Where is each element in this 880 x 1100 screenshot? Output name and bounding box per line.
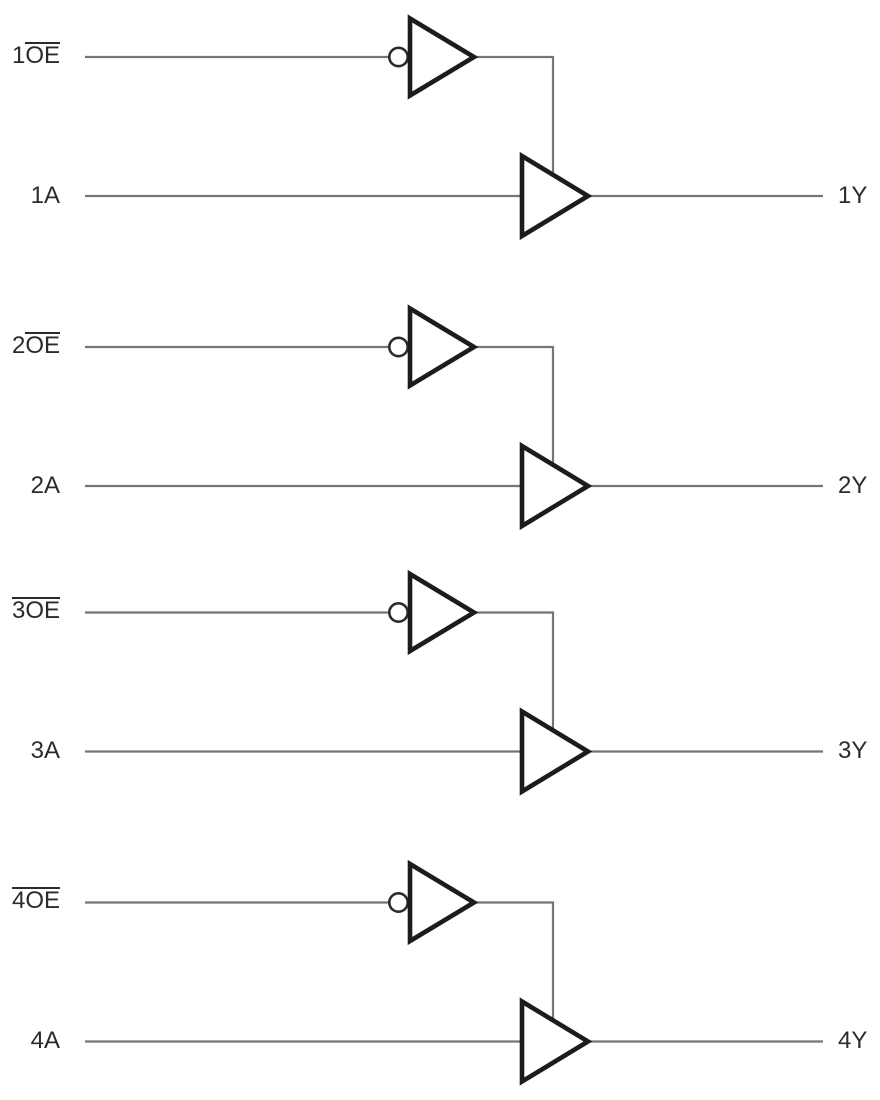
ch4-a-label: 4A	[30, 1027, 60, 1054]
ch4-oe-label: 4OE	[0, 887, 60, 914]
ch4-inverter-bubble-icon	[387, 891, 409, 913]
ch4-inverter-symbol	[407, 859, 479, 946]
ch4-buffer-symbol	[519, 997, 593, 1086]
ch3-inverter-symbol	[407, 569, 479, 656]
ch2-inverter-symbol	[407, 304, 479, 390]
ch1-oe-barred: OE	[25, 42, 60, 69]
ch3-a-label: 3A	[30, 737, 60, 764]
ch4-oe-barred: 4OE	[11, 887, 60, 914]
channel-1	[85, 14, 823, 241]
channel-4	[85, 859, 823, 1086]
ch2-oe-barred: OE	[25, 332, 60, 359]
channel-3	[85, 569, 823, 796]
ch1-buffer-symbol	[519, 151, 593, 241]
ch1-y-label: 1Y	[838, 182, 868, 209]
ch1-oe-prefix: 1	[11, 42, 26, 69]
ch3-inverter-bubble-icon	[387, 601, 409, 623]
ch1-inverter-bubble-icon	[387, 46, 409, 68]
ch1-inverter-symbol	[407, 14, 479, 100]
ch1-enable-wire	[474, 55, 555, 176]
ch3-y-label: 3Y	[838, 737, 868, 764]
ch3-oe-barred: 3OE	[11, 597, 60, 624]
ch2-oe-label: 2OE	[0, 332, 60, 359]
ch2-oe-prefix: 2	[11, 332, 26, 359]
ch4-enable-wire	[474, 901, 555, 1022]
channel-2	[85, 304, 823, 531]
ch2-enable-wire	[474, 345, 555, 466]
ch1-a-label: 1A	[30, 182, 60, 209]
ch3-oe-label: 3OE	[0, 597, 60, 624]
ch4-y-label: 4Y	[838, 1027, 868, 1054]
ch3-buffer-symbol	[519, 707, 593, 796]
ch3-enable-wire	[474, 611, 555, 732]
ch2-inverter-bubble-icon	[387, 336, 409, 358]
ch2-buffer-symbol	[519, 441, 593, 531]
ch2-y-label: 2Y	[838, 472, 868, 499]
ch1-oe-label: 1OE	[0, 42, 60, 69]
ch2-a-label: 2A	[30, 472, 60, 499]
